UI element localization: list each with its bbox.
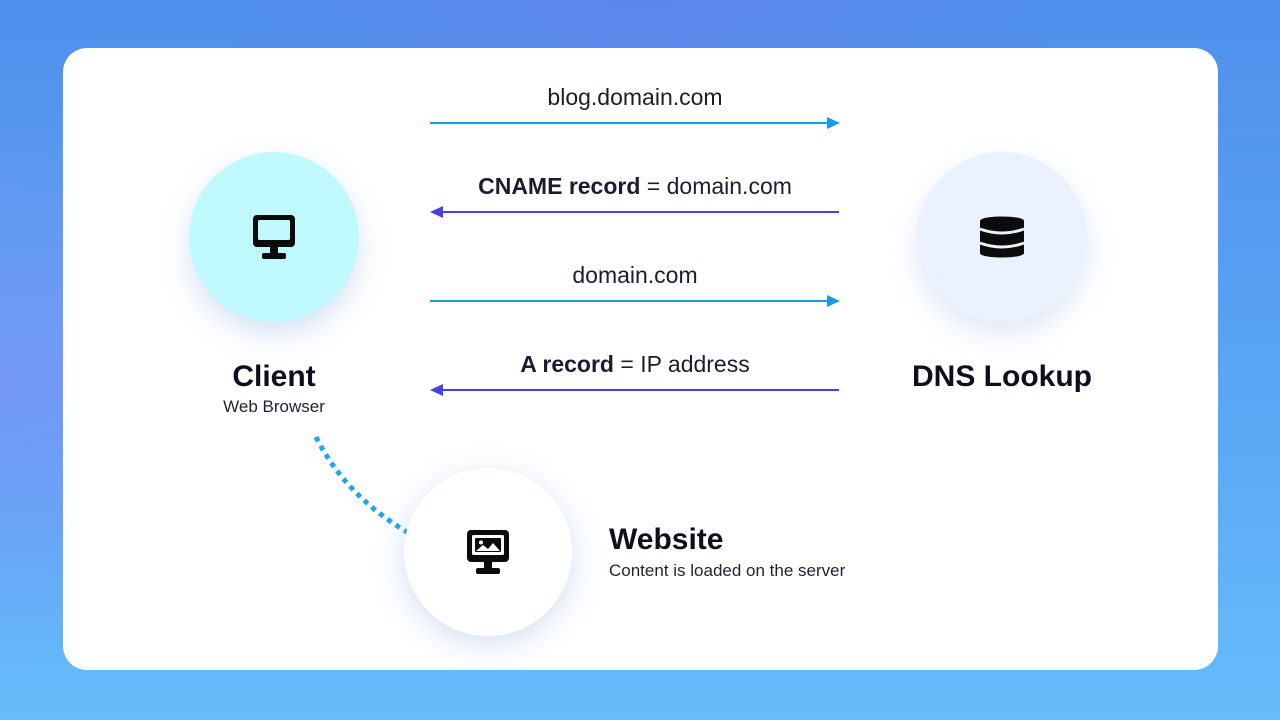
arrow-blog-domain: [430, 117, 840, 129]
flow-label-3: domain.com: [430, 262, 840, 289]
flow-label-1: blog.domain.com: [430, 84, 840, 111]
diagram-card: [63, 48, 1218, 670]
client-node: [189, 152, 359, 322]
flow-label-4-text: = IP address: [613, 351, 750, 377]
arrow-a-record: [430, 384, 839, 396]
flow-label-1-text: blog.domain.com: [547, 84, 723, 110]
monitor-icon: [253, 215, 295, 259]
flow-label-4-bold: A record: [520, 351, 614, 377]
client-website-connector: [313, 435, 409, 535]
arrow-domain: [430, 295, 840, 307]
flow-label-2-text: = domain.com: [640, 173, 792, 199]
client-subtitle: Web Browser: [223, 397, 325, 416]
arrow-cname-record: [430, 206, 839, 218]
website-node: [404, 468, 572, 636]
website-title: Website: [609, 523, 724, 556]
client-title: Client: [232, 360, 316, 393]
flow-label-2-bold: CNAME record: [478, 173, 641, 199]
flow-label-4: A record = IP address: [430, 351, 840, 378]
monitor-image-icon: [467, 530, 509, 574]
dns-title: DNS Lookup: [912, 360, 1092, 393]
website-subtitle: Content is loaded on the server: [609, 561, 846, 580]
database-icon: [979, 216, 1025, 258]
dns-node: [917, 152, 1087, 322]
flow-label-3-text: domain.com: [572, 262, 698, 288]
flow-label-2: CNAME record = domain.com: [430, 173, 840, 200]
